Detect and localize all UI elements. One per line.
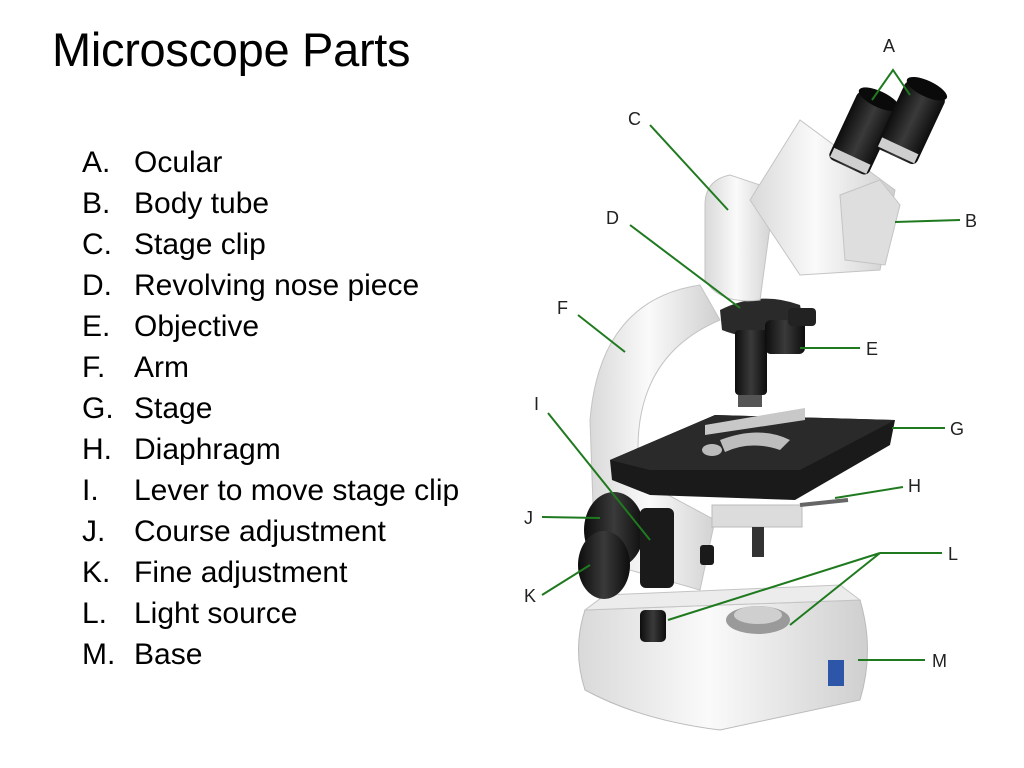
part-name: Objective — [134, 310, 260, 343]
callout-i: I — [534, 394, 539, 414]
list-item: I. Lever to move stage clip — [82, 470, 459, 511]
list-item: H. Diaphragm — [82, 429, 459, 470]
microscope-diagram: A B C D E F G H I J K L M — [524, 36, 977, 731]
focus-knobs — [578, 492, 714, 599]
list-item: G. Stage — [82, 388, 459, 429]
callout-c: C — [628, 109, 641, 129]
list-item: B. Body tube — [82, 183, 459, 224]
list-item: D. Revolving nose piece — [82, 265, 459, 306]
part-name: Lever to move stage clip — [134, 474, 460, 507]
microscope-base — [578, 584, 868, 731]
callout-l: L — [948, 544, 958, 564]
part-letter: I. — [82, 474, 99, 507]
part-letter: M. — [82, 638, 116, 671]
part-letter: L. — [82, 597, 108, 630]
parts-list: A. Ocular B. Body tube C. Stage clip D. Revo… — [82, 142, 459, 675]
list-item: A. Ocular — [82, 142, 459, 183]
list-item: J. Course adjustment — [82, 511, 459, 552]
list-item: K. Fine adjustment — [82, 552, 459, 593]
condenser — [711, 498, 849, 557]
part-name: Stage — [134, 392, 213, 425]
part-letter: J. — [82, 515, 106, 548]
part-letter: K. — [82, 556, 111, 589]
part-name: Body tube — [134, 187, 270, 220]
part-name: Arm — [134, 351, 189, 384]
part-name: Course adjustment — [134, 515, 386, 548]
eyepieces — [829, 76, 948, 175]
part-letter: H. — [82, 433, 112, 466]
page-title: Microscope Parts — [52, 23, 411, 76]
part-letter: E. — [82, 310, 111, 343]
part-name: Diaphragm — [134, 433, 281, 466]
list-item: F. Arm — [82, 347, 459, 388]
list-item: M. Base — [82, 634, 459, 675]
part-name: Stage clip — [134, 228, 266, 261]
callout-h: H — [908, 476, 921, 496]
list-item: L. Light source — [82, 593, 459, 634]
part-name: Ocular — [134, 146, 223, 179]
callout-letters: A B C D E F G H I J K L M — [524, 36, 977, 671]
callout-g: G — [950, 419, 964, 439]
callout-a: A — [883, 36, 895, 56]
callout-f: F — [557, 298, 568, 318]
callout-m: M — [932, 651, 947, 671]
part-name: Base — [134, 638, 203, 671]
list-item: C. Stage clip — [82, 224, 459, 265]
part-letter: B. — [82, 187, 111, 220]
nosepiece — [720, 298, 816, 407]
leader-lines — [541, 68, 961, 661]
callout-e: E — [866, 339, 878, 359]
part-letter: C. — [82, 228, 112, 261]
part-letter: A. — [82, 146, 111, 179]
part-letter: D. — [82, 269, 112, 302]
part-letter: F. — [82, 351, 106, 384]
body-tube — [704, 119, 901, 302]
callout-k: K — [524, 586, 536, 606]
callout-j: J — [524, 508, 533, 528]
part-name: Fine adjustment — [134, 556, 348, 589]
microscope-stage — [610, 408, 895, 500]
part-name: Revolving nose piece — [134, 269, 420, 302]
light-source — [640, 606, 790, 642]
callout-d: D — [606, 208, 619, 228]
list-item: E. Objective — [82, 306, 459, 347]
part-name: Light source — [134, 597, 298, 630]
part-letter: G. — [82, 392, 114, 425]
callout-b: B — [965, 211, 977, 231]
